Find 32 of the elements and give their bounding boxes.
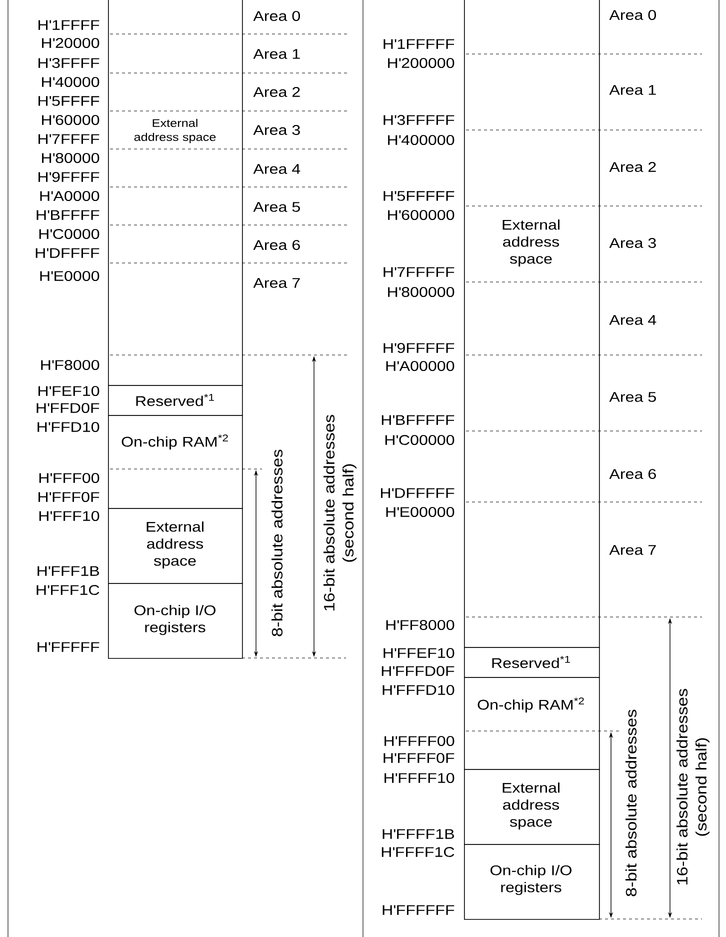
dimension-label: 16-bit absolute addresses (second half) — [324, 414, 356, 610]
memory-region: External address space — [108, 508, 243, 584]
address-label: H'FFF1C — [36, 585, 100, 595]
address-label: H'FFF10 — [39, 511, 100, 521]
address-label: H'FFFF1B — [382, 829, 454, 839]
address-label: H'FFFF0F — [384, 753, 454, 763]
memory-region: External address space — [464, 769, 600, 845]
dimension-label: 8-bit absolute addresses — [272, 450, 282, 636]
dimension-label: 8-bit absolute addresses — [626, 710, 636, 896]
memory-region: Reserved$^{*1}$ — [464, 647, 600, 678]
address-label: H'FFFF10 — [384, 773, 454, 783]
address-label: H'FFF1B — [38, 566, 99, 576]
address-label: H'FFF0F — [38, 492, 100, 502]
address-label: H'FF8000 — [386, 620, 454, 630]
address-label: H'FEF10 — [38, 386, 100, 396]
memory-region: On-chip I/O registers — [108, 583, 243, 659]
address-label: H'FFF00 — [39, 473, 100, 483]
address-label: H'FFFF1C — [382, 847, 454, 857]
memory-region: On-chip RAM$^{*2}$ — [464, 677, 600, 770]
memory-region: External address space — [108, 0, 243, 386]
address-label: H'FFFD10 — [382, 685, 454, 695]
memory-region: External address space — [464, 0, 600, 648]
address-label: H'FFEF10 — [384, 648, 454, 658]
memory-region: On-chip RAM$^{*2}$ — [108, 415, 243, 509]
address-label: H'FFD10 — [38, 422, 100, 432]
memory-region: Reserved$^{*1}$ — [108, 385, 243, 416]
address-label: H'FFFF00 — [384, 736, 454, 746]
dimension-label: 16-bit absolute addresses (second half) — [676, 688, 710, 884]
address-label: H'F8000 — [41, 360, 100, 370]
memory-region: On-chip I/O registers — [464, 844, 600, 920]
address-label: H'FFD0F — [36, 403, 100, 413]
address-label: H'FFFD0F — [382, 666, 454, 676]
